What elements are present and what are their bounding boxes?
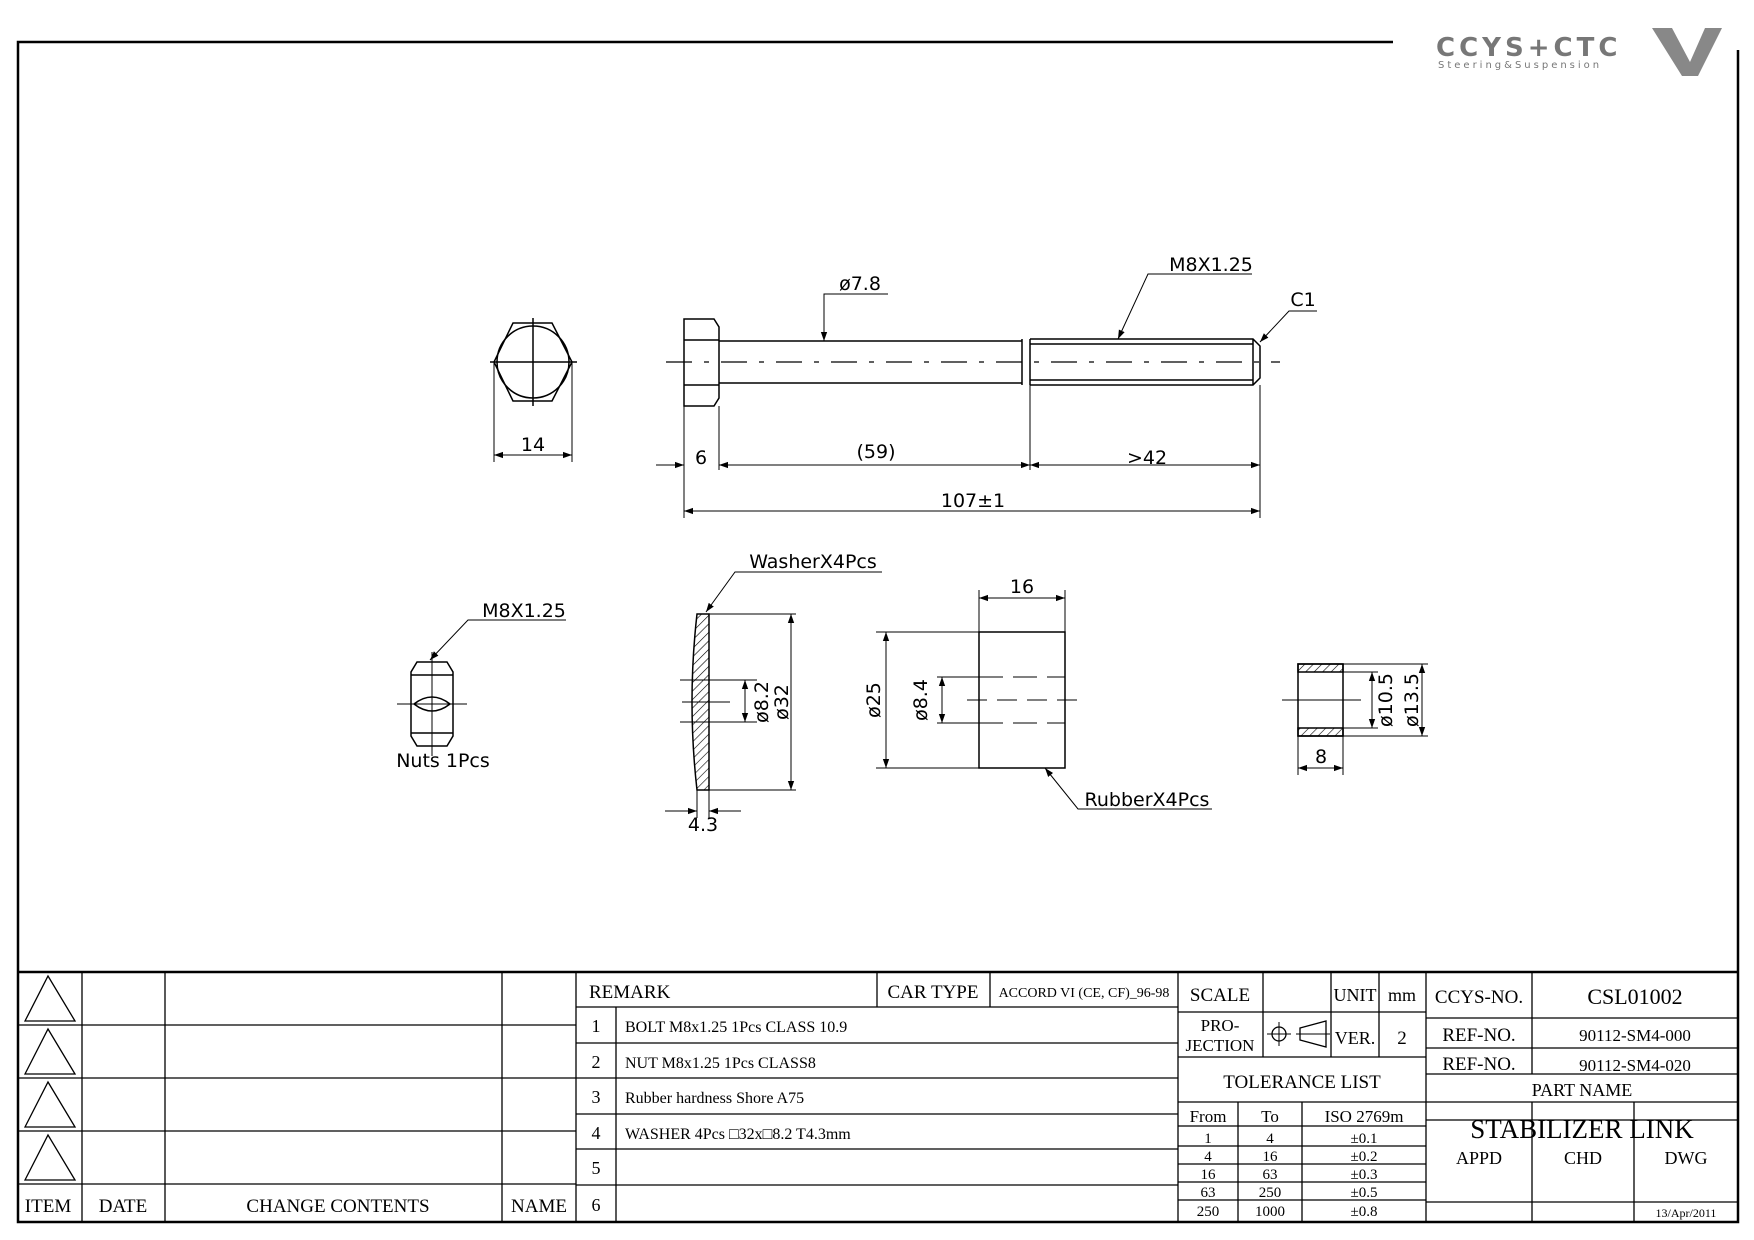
scale-label: SCALE — [1190, 985, 1250, 1006]
ccys-no-label: CCYS-NO. — [1435, 987, 1523, 1008]
tol-value: ±0.8 — [1351, 1204, 1378, 1220]
rev-header-name: NAME — [511, 1196, 567, 1217]
unit-label: UNIT — [1334, 985, 1377, 1005]
dim-chamfer: C1 — [1290, 289, 1315, 311]
ver-label: VER. — [1335, 1028, 1376, 1048]
label-rubber: RubberX4Pcs — [1085, 789, 1210, 811]
washer-section-view — [665, 571, 882, 818]
hex-head-end-view — [490, 318, 577, 462]
tol-to: 4 — [1266, 1131, 1274, 1147]
dim-thread-length: >42 — [1127, 447, 1167, 469]
dim-sleeve-length: 8 — [1315, 746, 1327, 768]
drawing-date: 13/Apr/2011 — [1656, 1206, 1717, 1220]
tol-from: 16 — [1201, 1167, 1217, 1183]
tol-from: 63 — [1201, 1185, 1216, 1201]
remark-text: BOLT M8x1.25 1Pcs CLASS 10.9 — [625, 1019, 847, 1036]
remark-no: 3 — [592, 1087, 601, 1107]
chd-label: CHD — [1564, 1148, 1602, 1168]
tol-to: 250 — [1259, 1185, 1282, 1201]
remark-text: WASHER 4Pcs □32x□8.2 T4.3mm — [625, 1126, 851, 1143]
tol-value: ±0.2 — [1351, 1149, 1378, 1165]
unit-value: mm — [1388, 985, 1416, 1005]
dim-shank-diameter: ø7.8 — [839, 273, 881, 295]
tol-to: 16 — [1263, 1149, 1279, 1165]
dim-shank-length: (59) — [856, 441, 895, 463]
remark-no: 6 — [592, 1195, 601, 1215]
ref-no-label-2: REF-NO. — [1442, 1054, 1515, 1075]
remark-text: Rubber hardness Shore A75 — [625, 1090, 804, 1107]
tol-value: ±0.3 — [1351, 1167, 1378, 1183]
rubber-view — [876, 590, 1212, 810]
dim-washer-outer: ø32 — [771, 684, 793, 720]
logo-mark-icon — [1652, 28, 1722, 76]
part-name-value: STABILIZER LINK — [1470, 1114, 1694, 1144]
tol-header-to: To — [1261, 1107, 1279, 1126]
dim-nut-thread: M8X1.25 — [482, 600, 566, 622]
ref-no-label-1: REF-NO. — [1442, 1025, 1515, 1046]
bolt-side-view — [656, 273, 1317, 518]
projection-label-2: JECTION — [1186, 1036, 1255, 1055]
remark-no: 4 — [592, 1123, 601, 1143]
dim-total-length: 107±1 — [941, 490, 1005, 512]
rev-header-date: DATE — [99, 1196, 148, 1217]
title-block — [18, 970, 1738, 1222]
ccys-no-value: CSL01002 — [1587, 984, 1682, 1009]
ver-value: 2 — [1397, 1028, 1407, 1049]
remark-no: 2 — [592, 1052, 601, 1072]
nut-view — [397, 619, 566, 756]
car-type-label: CAR TYPE — [888, 982, 979, 1003]
dim-thread: M8X1.25 — [1169, 254, 1253, 276]
dim-head-width: 14 — [521, 434, 545, 456]
tol-to: 63 — [1263, 1167, 1278, 1183]
part-name-label: PART NAME — [1532, 1080, 1632, 1100]
dim-rubber-inner: ø8.4 — [910, 679, 932, 721]
ref-no-value-1: 90112-SM4-000 — [1579, 1026, 1691, 1045]
tol-value: ±0.5 — [1351, 1185, 1378, 1201]
car-type-value: ACCORD VI (CE, CF)_96-98 — [999, 986, 1170, 1001]
label-nut: Nuts 1Pcs — [396, 750, 490, 772]
remark-list: 1 BOLT M8x1.25 1Pcs CLASS 10.9 2 NUT M8x… — [592, 1016, 852, 1215]
remark-text: NUT M8x1.25 1Pcs CLASS8 — [625, 1055, 816, 1072]
dwg-label: DWG — [1665, 1148, 1708, 1168]
logo-tagline: Steering&Suspension — [1438, 60, 1602, 71]
remark-title: REMARK — [589, 982, 671, 1003]
tol-header-from: From — [1190, 1107, 1227, 1126]
remark-no: 5 — [592, 1158, 601, 1178]
dim-rubber-width: 16 — [1010, 576, 1034, 598]
tol-value: ±0.1 — [1351, 1131, 1378, 1147]
sheet-border — [16, 40, 1740, 1224]
logo-brand: CCYS+CTC — [1436, 33, 1621, 63]
tol-from: 1 — [1204, 1131, 1212, 1147]
dim-sleeve-outer: ø13.5 — [1401, 673, 1423, 727]
dim-washer-thickness: 4.3 — [688, 814, 718, 836]
sleeve-view — [1282, 663, 1428, 775]
company-logo: CCYS+CTC Steering&Suspension — [1436, 28, 1722, 76]
dim-rubber-outer: ø25 — [863, 682, 885, 718]
ref-no-value-2: 90112-SM4-020 — [1579, 1056, 1691, 1075]
remark-no: 1 — [592, 1016, 601, 1036]
tolerance-list: 1 4 ±0.1 4 16 ±0.2 16 63 ±0.3 63 250 ±0.… — [1197, 1131, 1378, 1220]
rev-header-item: ITEM — [25, 1196, 72, 1217]
tolerance-title: TOLERANCE LIST — [1223, 1072, 1381, 1093]
dim-washer-inner: ø8.2 — [751, 681, 773, 723]
appd-label: APPD — [1456, 1148, 1502, 1168]
label-washer: WasherX4Pcs — [749, 551, 877, 573]
tol-to: 1000 — [1255, 1204, 1285, 1220]
dim-sleeve-inner: ø10.5 — [1375, 673, 1397, 727]
tol-header-iso: ISO 2769m — [1325, 1107, 1404, 1126]
tol-from: 4 — [1204, 1149, 1212, 1165]
tol-from: 250 — [1197, 1204, 1220, 1220]
rev-header-change: CHANGE CONTENTS — [246, 1196, 429, 1217]
projection-label-1: PRO- — [1201, 1016, 1240, 1035]
dim-head-height: 6 — [695, 447, 707, 469]
